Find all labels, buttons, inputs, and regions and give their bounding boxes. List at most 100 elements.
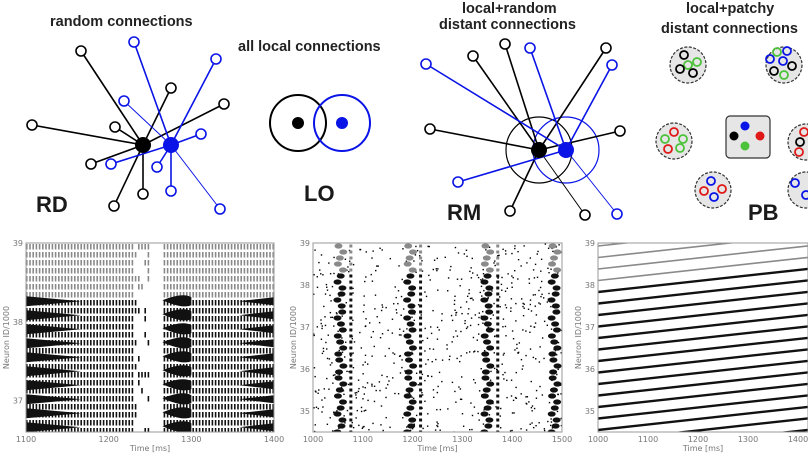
spike-mark: [272, 284, 274, 290]
spike-mark: [543, 428, 546, 430]
spike-mark: [115, 404, 118, 410]
spike-mark: [90, 348, 92, 354]
spike-mark: [462, 425, 465, 427]
spike-mark: [211, 308, 214, 314]
spike-mark: [256, 260, 258, 266]
spike-mark: [421, 260, 423, 262]
spike-mark: [557, 393, 559, 396]
burst-wedge: [26, 422, 81, 432]
spike-mark: [449, 269, 451, 271]
spike-mark: [413, 260, 415, 262]
spike-mark: [125, 356, 127, 362]
spike-mark: [481, 278, 484, 280]
spike-mark: [272, 276, 274, 282]
spike-mark: [460, 330, 462, 333]
spike-mark: [218, 276, 220, 282]
burst-mark: [547, 333, 556, 339]
spike-mark: [118, 316, 121, 322]
spike-mark: [348, 260, 351, 262]
burst-mark: [339, 381, 348, 387]
spike-mark: [214, 428, 217, 432]
spike-mark: [192, 348, 194, 354]
burst-mark: [403, 333, 412, 339]
spike-mark: [382, 429, 384, 432]
spike-mark: [90, 308, 92, 314]
spike-mark: [74, 404, 76, 410]
spike-mark: [472, 299, 474, 301]
spike-mark: [353, 341, 356, 343]
spike-mark: [224, 268, 226, 274]
spike-mark: [214, 332, 217, 338]
spike-mark: [202, 388, 204, 394]
spike-mark: [487, 297, 489, 299]
spike-mark: [61, 332, 63, 338]
burst-mark: [349, 328, 353, 332]
spike-mark: [214, 380, 217, 386]
spike-mark: [250, 356, 252, 362]
spike-mark: [102, 420, 105, 426]
spike-mark: [224, 412, 226, 418]
spike-mark: [202, 404, 204, 410]
plot-frame: [25, 242, 275, 433]
spike-mark: [90, 252, 92, 258]
spike-mark: [189, 292, 191, 298]
spike-mark: [234, 300, 236, 306]
spike-mark: [506, 287, 508, 290]
spike-mark: [99, 316, 102, 322]
spike-mark: [106, 316, 108, 322]
spike-mark: [326, 357, 329, 360]
spike-mark: [240, 252, 242, 258]
burst-wedge: [239, 381, 274, 390]
spike-mark: [343, 393, 345, 396]
spike-mark: [170, 284, 172, 290]
spike-mark: [54, 316, 57, 322]
spike-mark: [61, 380, 63, 386]
spike-mark: [221, 340, 223, 346]
spike-mark: [246, 244, 249, 250]
spike-mark: [102, 276, 105, 282]
spike-mark: [246, 300, 249, 306]
spike-mark: [394, 286, 396, 288]
spike-mark: [77, 420, 79, 426]
spike-mark: [432, 389, 435, 391]
spike-mark: [166, 276, 169, 282]
spike-mark: [192, 356, 194, 362]
spike-mark: [54, 420, 57, 426]
spike-mark: [118, 404, 121, 410]
spike-mark: [269, 276, 271, 282]
spike-mark: [102, 364, 105, 370]
spike-mark: [525, 429, 528, 431]
spike-mark: [227, 348, 230, 354]
spike-mark: [221, 300, 223, 306]
spike-mark: [128, 324, 130, 330]
spike-mark: [26, 268, 28, 274]
spike-mark: [408, 391, 410, 394]
spike-mark: [205, 324, 207, 330]
spike-mark: [147, 340, 150, 346]
spike-mark: [134, 276, 137, 282]
spike-mark: [389, 257, 392, 260]
spike-mark: [393, 303, 395, 305]
spike-mark: [513, 412, 515, 414]
spike-mark: [70, 364, 73, 370]
spike-mark: [237, 244, 239, 250]
spike-mark: [528, 282, 531, 284]
spike-mark: [558, 244, 560, 246]
spike-mark: [250, 268, 252, 274]
spike-mark: [128, 276, 130, 282]
spike-mark: [48, 332, 50, 338]
spike-mark: [218, 420, 220, 426]
spike-mark: [93, 364, 95, 370]
spike-mark: [166, 292, 169, 298]
spike-mark: [487, 326, 489, 329]
spike-mark: [70, 292, 73, 298]
spike-mark: [522, 365, 524, 367]
spike-mark: [64, 348, 66, 354]
spike-mark: [109, 380, 111, 386]
spike-mark: [323, 388, 325, 390]
spike-mark: [550, 328, 553, 330]
spike-mark: [227, 396, 230, 402]
burst-mark: [419, 262, 423, 266]
spike-mark: [205, 316, 207, 322]
burst-wedge: [26, 352, 81, 363]
